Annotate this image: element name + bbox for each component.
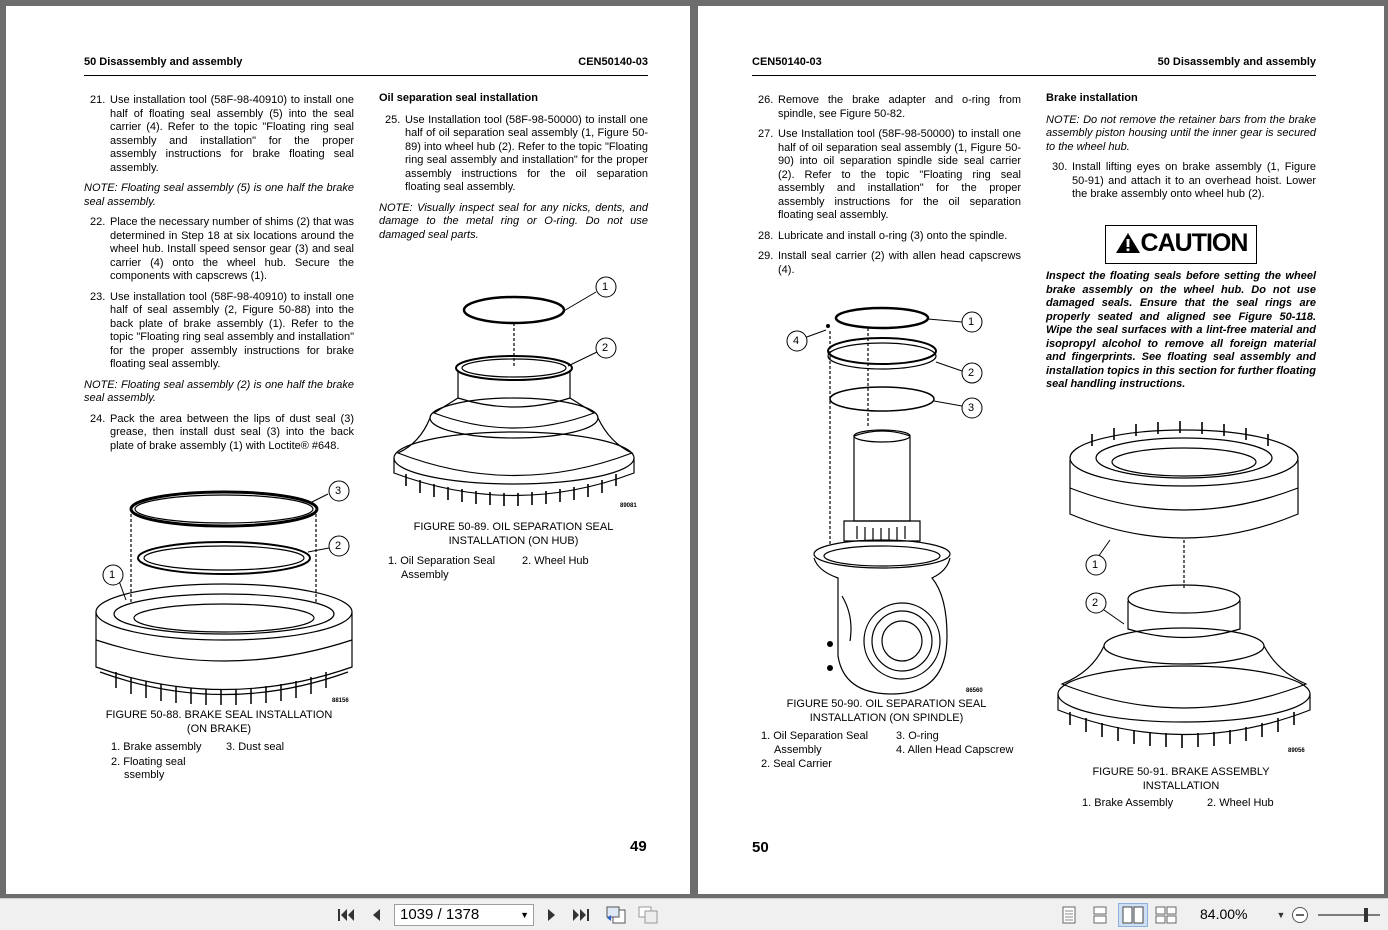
callout-1: 1 bbox=[109, 569, 116, 581]
left-column-2: Oil separation seal installation 25. Use… bbox=[379, 92, 648, 249]
zoom-out-icon bbox=[1292, 907, 1308, 923]
step-29: 29. Install seal carrier (2) with allen … bbox=[758, 250, 1021, 276]
figure-50-89-wheel-hub-drawing bbox=[393, 276, 635, 506]
zoom-out-button[interactable] bbox=[1291, 905, 1309, 925]
callout-2: 2 bbox=[602, 342, 609, 354]
figure-91-id: 89056 bbox=[1288, 748, 1305, 754]
step-27: 27. Use Installation tool (58F-98-50000)… bbox=[758, 128, 1021, 221]
right-column-1: 26. Remove the brake adapter and o-ring … bbox=[752, 94, 1021, 284]
arrow-left-icon bbox=[373, 909, 380, 921]
note-floating-seal-5: NOTE: Floating seal assembly (5) is one … bbox=[84, 182, 354, 208]
first-page-button[interactable] bbox=[336, 905, 356, 925]
next-page-button[interactable] bbox=[542, 905, 562, 925]
figure-50-89-callouts: 1 2 bbox=[386, 268, 648, 514]
go-back-view-button[interactable] bbox=[604, 905, 628, 925]
figure-50-89-caption: FIGURE 50-89. OIL SEPARATION SEAL INSTAL… bbox=[413, 521, 614, 547]
slider-track bbox=[1318, 908, 1380, 922]
single-page-view-button[interactable] bbox=[1058, 905, 1080, 925]
right-column-2: Brake installation NOTE: Do not remove t… bbox=[1046, 92, 1316, 209]
figure-50-91-callouts: 1 2 bbox=[1052, 414, 1316, 760]
header-doc-id: CEN50140-03 bbox=[578, 56, 648, 68]
figure-90-id: 86560 bbox=[966, 688, 983, 694]
skip-last-icon bbox=[573, 909, 589, 921]
skip-first-icon bbox=[338, 909, 354, 921]
figure-50-90-legend: 1. Oil Separation Seal Assembly 2. Seal … bbox=[761, 730, 1014, 770]
caution-box: CAUTION bbox=[1105, 225, 1257, 264]
callout-4: 4 bbox=[793, 335, 800, 347]
figure-50-90-spindle-drawing bbox=[786, 306, 983, 695]
previous-page-button[interactable] bbox=[366, 905, 386, 925]
viewer-toolbar: 1039 / 1378 ▼ bbox=[0, 898, 1388, 930]
figure-50-88-callouts: 3 2 1 bbox=[86, 472, 356, 708]
header-doc-id: CEN50140-03 bbox=[752, 56, 822, 68]
page-number-value: 1039 / 1378 bbox=[400, 906, 480, 923]
step-21: 21. Use installation tool (58F-98-40910)… bbox=[90, 94, 354, 174]
single-page-icon bbox=[1062, 906, 1076, 924]
figure-50-91-brake-assembly-drawing bbox=[1057, 421, 1311, 748]
callout-2: 2 bbox=[335, 540, 342, 552]
step-30: 30. Install lifting eyes on brake assemb… bbox=[1052, 161, 1316, 200]
note-floating-seal-2: NOTE: Floating seal assembly (2) is one … bbox=[84, 378, 354, 405]
callout-1: 1 bbox=[1092, 559, 1099, 571]
left-column-1: 21. Use installation tool (58F-98-40910)… bbox=[84, 94, 354, 460]
step-25: 25. Use Installation tool (58F-98-50000)… bbox=[385, 113, 648, 194]
zoom-level[interactable]: 84.00% bbox=[1200, 906, 1248, 922]
figure-50-89-legend: 1. Oil Separation Seal Assembly 2. Wheel… bbox=[388, 555, 589, 581]
step-26: 26. Remove the brake adapter and o-ring … bbox=[758, 94, 1021, 120]
last-page-button[interactable] bbox=[570, 905, 592, 925]
zoom-slider[interactable] bbox=[1316, 905, 1382, 925]
page-number: 50 bbox=[752, 839, 769, 856]
slider-thumb[interactable] bbox=[1364, 908, 1368, 922]
facing-pages-icon bbox=[1122, 906, 1144, 924]
callout-2: 2 bbox=[1092, 597, 1099, 609]
continuous-view-button[interactable] bbox=[1089, 905, 1111, 925]
step-23: 23. Use installation tool (58F-98-40910)… bbox=[90, 290, 354, 371]
step-24: 24. Pack the area between the lips of du… bbox=[90, 412, 354, 452]
arrow-right-icon bbox=[548, 909, 555, 921]
figure-50-91-caption: FIGURE 50-91. BRAKE ASSEMBLY INSTALLATIO… bbox=[1092, 766, 1270, 792]
zoom-dropdown-button[interactable]: ▼ bbox=[1275, 905, 1287, 925]
header-section-title: 50 Disassembly and assembly bbox=[84, 56, 243, 68]
step-22: 22. Place the necessary number of shims … bbox=[90, 216, 354, 282]
chevron-down-icon[interactable]: ▼ bbox=[520, 910, 529, 920]
subheading-oil-separation: Oil separation seal installation bbox=[379, 92, 538, 104]
callout-1: 1 bbox=[602, 281, 609, 293]
chevron-down-icon: ▼ bbox=[1276, 910, 1286, 920]
warning-triangle-icon bbox=[1115, 233, 1140, 253]
figure-50-90-callouts: 1 2 3 4 bbox=[782, 296, 1000, 696]
figure-50-91-legend: 1. Brake Assembly 2. Wheel Hub bbox=[1082, 797, 1274, 809]
figure-89-id: 89081 bbox=[620, 503, 637, 509]
forward-view-icon bbox=[638, 906, 658, 924]
page-number: 49 bbox=[630, 838, 647, 855]
left-page: 50 Disassembly and assembly CEN50140-03 … bbox=[6, 6, 690, 894]
callout-2: 2 bbox=[968, 367, 975, 379]
right-page: CEN50140-03 50 Disassembly and assembly … bbox=[698, 6, 1384, 894]
step-28: 28. Lubricate and install o-ring (3) ont… bbox=[758, 229, 1008, 242]
page-number-field[interactable]: 1039 / 1378 ▼ bbox=[394, 904, 534, 926]
figure-50-90-caption: FIGURE 50-90. OIL SEPARATION SEAL INSTAL… bbox=[786, 698, 987, 724]
note-retainer-bars: NOTE: Do not remove the retainer bars fr… bbox=[1046, 113, 1316, 153]
header-section-title: 50 Disassembly and assembly bbox=[1157, 56, 1316, 68]
caution-label: CAUTION bbox=[1140, 229, 1249, 257]
subheading-brake-installation: Brake installation bbox=[1046, 92, 1138, 104]
figure-50-88-legend: 1. Brake assembly 3. Dust seal 2. Floati… bbox=[111, 741, 285, 781]
callout-3: 3 bbox=[335, 485, 342, 497]
go-forward-view-button[interactable] bbox=[636, 905, 660, 925]
facing-continuous-icon bbox=[1155, 906, 1177, 924]
note-inspect-seal: NOTE: Visually inspect seal for any nick… bbox=[379, 201, 648, 241]
back-view-icon bbox=[606, 906, 626, 924]
caution-text: Inspect the floating seals before settin… bbox=[1046, 270, 1316, 390]
callout-3: 3 bbox=[968, 402, 975, 414]
continuous-page-icon bbox=[1093, 906, 1107, 924]
facing-view-button[interactable] bbox=[1118, 903, 1148, 927]
figure-50-88-brake-seal-drawing bbox=[95, 480, 353, 705]
figure-88-id: 88156 bbox=[332, 698, 349, 704]
page-header: 50 Disassembly and assembly CEN50140-03 bbox=[84, 56, 648, 76]
facing-continuous-view-button[interactable] bbox=[1154, 905, 1178, 925]
page-header: CEN50140-03 50 Disassembly and assembly bbox=[752, 56, 1316, 76]
figure-50-88-caption: FIGURE 50-88. BRAKE SEAL INSTALLATION (O… bbox=[105, 709, 333, 735]
callout-1: 1 bbox=[968, 316, 975, 328]
